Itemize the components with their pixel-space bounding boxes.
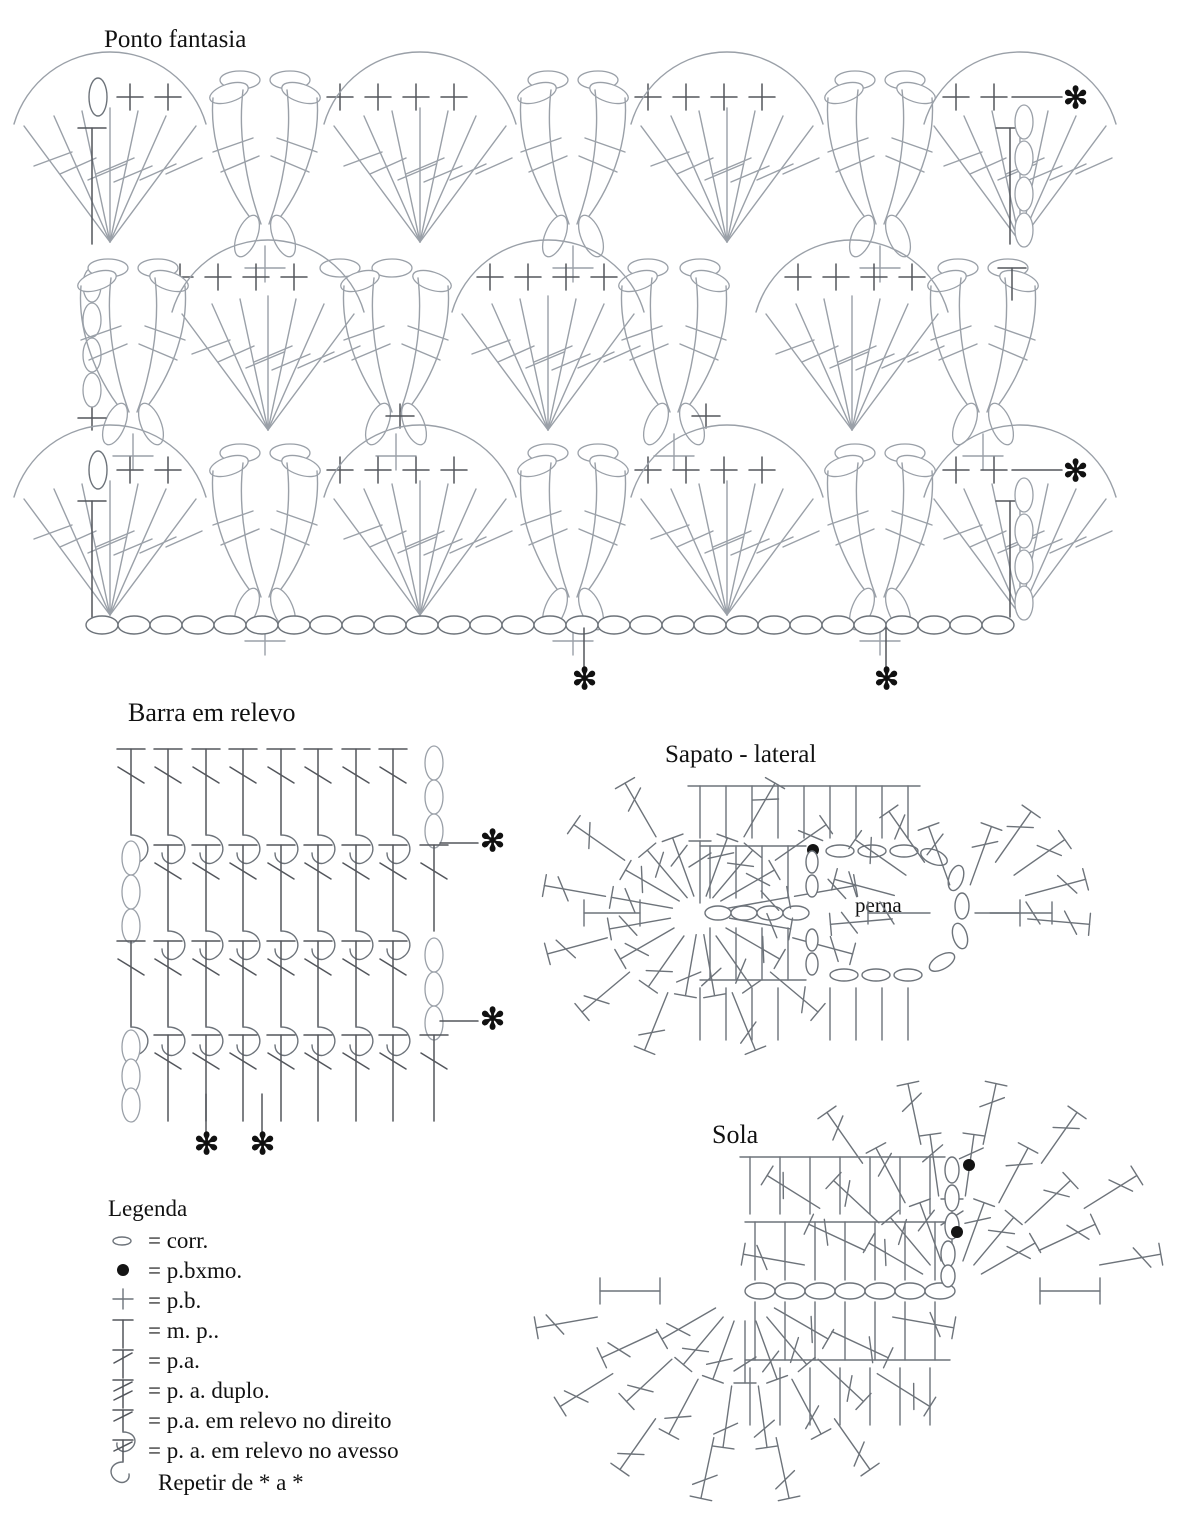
sola-increase-chain xyxy=(940,1156,975,1288)
section-title-sola: Sola xyxy=(712,1120,759,1149)
barra-row-4 xyxy=(121,1029,449,1133)
panel-barra-em-relevo xyxy=(116,745,479,1133)
ponto-row-2 xyxy=(74,239,1042,471)
sola-center-chain xyxy=(744,1282,956,1300)
legend-item-pbxmo: = p.bxmo. xyxy=(148,1258,243,1283)
legend-symbol-dtr xyxy=(112,1379,134,1409)
sapato-bottom-rows xyxy=(699,927,909,1041)
legend-symbol-dc xyxy=(112,1349,134,1379)
legend-footer-repeat: Repetir de * a * xyxy=(158,1470,304,1495)
repeat-marker-barra-row1: ✻ xyxy=(480,825,506,858)
legend-symbol-plus xyxy=(112,1288,134,1310)
sola-left-fan xyxy=(533,1277,957,1502)
legend-symbol-filled-dot xyxy=(117,1264,129,1276)
sapato-left-fan xyxy=(541,776,859,1056)
sapato-top-rows xyxy=(687,785,921,899)
sola-bottom-rows xyxy=(744,1301,951,1426)
panel-sola xyxy=(533,1080,1164,1502)
legend-item-pa-duplo: = p. a. duplo. xyxy=(148,1378,270,1403)
barra-row-2 xyxy=(121,840,449,961)
repeat-marker-row3-right: ✻ xyxy=(1063,455,1089,488)
legend-item-pa: = p.a. xyxy=(148,1348,200,1373)
ponto-foundation-chain xyxy=(85,615,1015,669)
section-title-barra-em-relevo: Barra em relevo xyxy=(128,698,296,727)
legend-symbol-chain-oval xyxy=(112,1236,132,1246)
sola-right-fan xyxy=(740,1080,1164,1305)
legend-item-back-post: = p. a. em relevo no avesso xyxy=(148,1438,399,1463)
barra-row-1 xyxy=(116,745,479,865)
section-title-sapato-lateral: Sapato - lateral xyxy=(665,741,817,768)
repeat-marker-row1-right: ✻ xyxy=(1063,82,1089,115)
sola-top-rows xyxy=(739,1156,951,1281)
ponto-row-1 xyxy=(13,51,1117,283)
legend-symbol-t-bar xyxy=(112,1319,134,1349)
legend-item-mp: = m. p.. xyxy=(148,1318,220,1343)
label-perna: perna xyxy=(855,893,902,917)
legend-symbols xyxy=(110,1236,136,1484)
repeat-marker-chain-a: ✻ xyxy=(572,663,598,696)
page-title-ponto-fantasia: Ponto fantasia xyxy=(104,26,247,53)
repeat-marker-barra-bottom-a: ✻ xyxy=(194,1128,220,1161)
barra-row-3 xyxy=(116,937,479,1057)
legend-symbol-back-post xyxy=(110,1439,134,1484)
sapato-center-chain xyxy=(704,905,810,921)
legend-item-front-post: = p.a. em relevo no direito xyxy=(148,1408,392,1433)
repeat-marker-barra-row3: ✻ xyxy=(480,1003,506,1036)
legend-item-pb: = p.b. xyxy=(148,1288,202,1313)
repeat-marker-barra-bottom-b: ✻ xyxy=(250,1128,276,1161)
ponto-row-3 xyxy=(13,424,1117,656)
legend-symbol-front-post xyxy=(112,1409,136,1453)
panel-sapato-lateral xyxy=(541,776,1092,1056)
legend-title: Legenda xyxy=(108,1196,188,1221)
legend-item-corr: = corr. xyxy=(148,1228,209,1253)
panel-ponto-fantasia xyxy=(13,51,1117,669)
repeat-marker-chain-b: ✻ xyxy=(874,663,900,696)
